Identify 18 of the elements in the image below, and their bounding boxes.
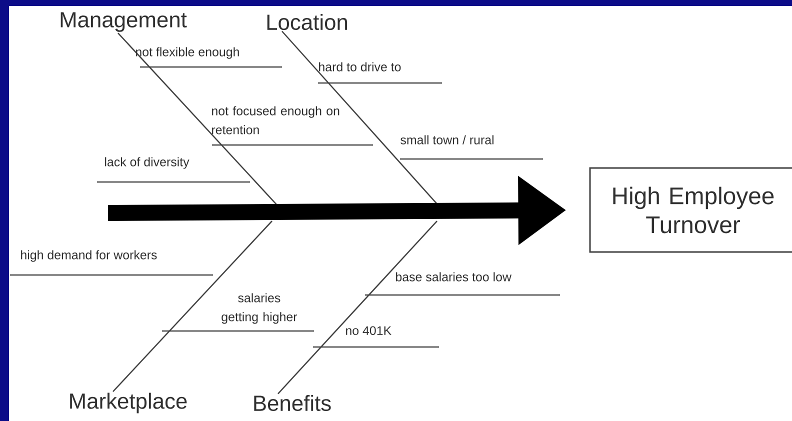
cause-label: no 401K <box>346 326 392 336</box>
cause-label: lack of diversity <box>105 157 190 169</box>
bone-line <box>278 220 438 394</box>
cause-label: small town / rural <box>400 135 494 144</box>
cause-label: base salaries too low <box>396 272 512 282</box>
cause-label: not flexible enough <box>136 47 239 59</box>
bone-line <box>118 32 278 206</box>
bone-line <box>112 220 272 392</box>
effect-box: High Employee Turnover <box>589 167 792 253</box>
cause-label: high demand for workers <box>21 250 157 262</box>
bone-line <box>282 30 438 206</box>
category-label: Benefits <box>254 394 331 412</box>
category-label: Location <box>267 14 347 30</box>
cause-label: salaries getting higher <box>222 293 298 324</box>
cause-label: not focused enough on retention <box>212 106 340 134</box>
category-label: Marketplace <box>70 392 187 414</box>
category-label: Management <box>60 12 187 32</box>
cause-label: hard to drive to <box>319 62 401 72</box>
